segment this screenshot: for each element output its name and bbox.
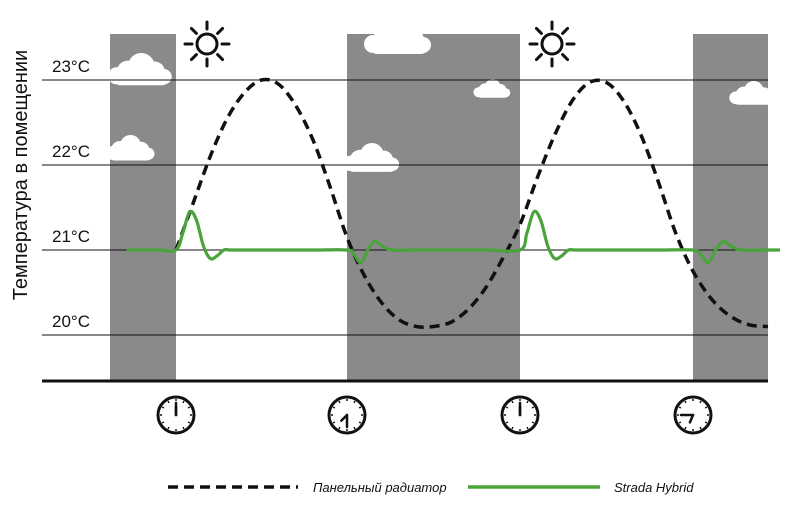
series-lines (126, 77, 780, 329)
cloud-icon (104, 135, 155, 161)
series-line-panel-radiator (174, 77, 769, 329)
legend-label-strada-hybrid: Strada Hybrid (614, 480, 694, 495)
clock-tick (358, 406, 362, 409)
clock-tick (699, 400, 702, 404)
legend-label-panel-radiator: Панельный радиатор (313, 480, 447, 495)
cloud-base (109, 151, 152, 161)
clock-tick (526, 400, 529, 404)
cloud-icon (729, 81, 777, 105)
clocks (156, 395, 713, 435)
y-tick-label: 23°C (52, 57, 90, 76)
clock-tick (358, 421, 362, 424)
sun-disc (540, 32, 564, 56)
clock-tick (505, 421, 509, 424)
cloud-base (371, 42, 427, 54)
clock-tick (684, 400, 687, 404)
cloud-base (477, 91, 509, 98)
clock-tick (699, 426, 702, 430)
clock-hour-hand (688, 413, 695, 424)
cloud-icon (364, 20, 431, 54)
y-tick-label: 20°C (52, 312, 90, 331)
clock-tick (332, 421, 336, 424)
clock-tick (684, 426, 687, 430)
clock-tick (353, 400, 356, 404)
sun-ray (189, 26, 198, 35)
clock-tick (353, 426, 356, 430)
clock-tick (531, 421, 535, 424)
clock-tick (161, 421, 165, 424)
sun-icon (183, 20, 231, 68)
sun-ray (189, 53, 198, 62)
clock-icon (327, 395, 367, 435)
sun-ray (561, 26, 570, 35)
clock-tick (167, 400, 170, 404)
clock-tick (531, 406, 535, 409)
sun-ray (534, 53, 543, 62)
suns (183, 20, 576, 68)
clock-icon (500, 395, 540, 435)
clock-tick (338, 400, 341, 404)
clock-tick (338, 426, 341, 430)
clock-tick (511, 400, 514, 404)
clock-tick (167, 426, 170, 430)
clock-tick (187, 421, 191, 424)
legend: Панельный радиатор Strada Hybrid (168, 480, 694, 495)
y-axis-label: Температура в помещении (10, 50, 32, 300)
clock-tick (182, 400, 185, 404)
clock-tick (678, 421, 682, 424)
y-tick-label: 21°C (52, 227, 90, 246)
sun-ray (561, 53, 570, 62)
sun-ray (534, 26, 543, 35)
y-tick-label: 22°C (52, 142, 90, 161)
cloud-base (734, 96, 774, 105)
clock-hour-hand (340, 413, 349, 422)
clock-tick (704, 421, 708, 424)
clock-tick (332, 406, 336, 409)
y-tick-labels: 20°C 21°C 22°C 23°C (52, 57, 90, 331)
cloud-base (348, 161, 396, 172)
clock-tick (505, 406, 509, 409)
cloud-icon (473, 79, 511, 98)
clock-icon (673, 395, 713, 435)
clock-tick (182, 426, 185, 430)
night-band (110, 34, 176, 381)
night-bands (110, 34, 768, 381)
clock-tick (678, 406, 682, 409)
sun-ray (216, 53, 225, 62)
sun-icon (528, 20, 576, 68)
clock-tick (526, 426, 529, 430)
clock-tick (511, 426, 514, 430)
sun-disc (195, 32, 219, 56)
clock-icon (156, 395, 196, 435)
clock-tick (704, 406, 708, 409)
series-line-strada-hybrid (126, 209, 780, 265)
clock-tick (161, 406, 165, 409)
clock-tick (187, 406, 191, 409)
sun-ray (216, 26, 225, 35)
